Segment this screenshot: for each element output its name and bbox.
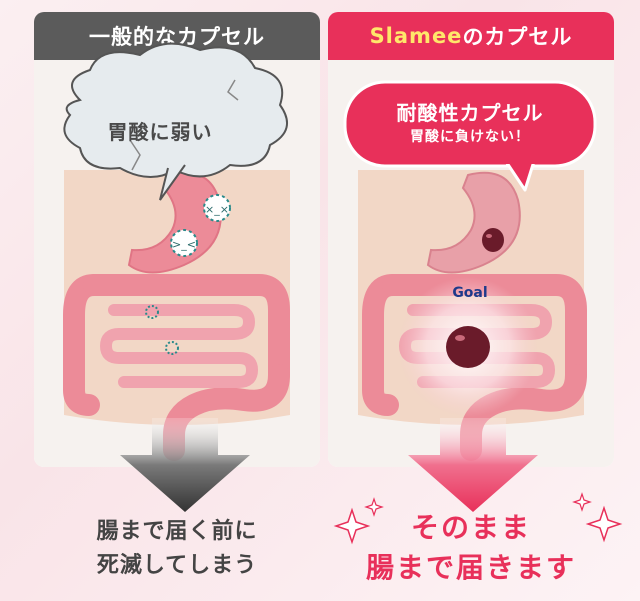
- capsule-highlight: [455, 335, 465, 341]
- bubble-acid-resistant-subtitle: 胃酸に負けない！: [410, 129, 530, 145]
- dying-capsule-icon: [203, 194, 231, 222]
- capsule-fragment-icon: [145, 305, 159, 319]
- capsule-icon: [482, 228, 504, 252]
- panel-header-general: 一般的なカプセル: [34, 12, 320, 60]
- caption-general: 腸まで届く前に 死滅してしまう: [34, 515, 320, 583]
- header-general-text: 一般的なカプセル: [89, 25, 265, 49]
- body-illustration-slamee: [358, 170, 587, 461]
- caption-slamee-line1: そのまま: [410, 511, 531, 544]
- capsule-fragment-icon: [165, 341, 179, 355]
- dying-capsule-icon: [170, 229, 198, 257]
- svg-text:×_×: ×_×: [205, 203, 229, 216]
- caption-slamee: そのまま 腸まで届きます: [328, 508, 614, 588]
- caption-general-line1: 腸まで届く前に: [96, 519, 258, 544]
- small-intestine: [99, 304, 259, 388]
- caption-slamee-line2: 腸まで届きます: [365, 551, 576, 584]
- bubble-weak-acid-text: 胃酸に弱い: [107, 120, 213, 144]
- caption-general-line2: 死滅してしまう: [96, 553, 258, 578]
- capsule-highlight: [486, 234, 492, 238]
- goal-label: Goal: [452, 285, 488, 301]
- header-suffix-text: のカプセル: [462, 25, 573, 49]
- large-intestine-top: [382, 274, 587, 386]
- large-intestine-top: [83, 274, 290, 386]
- panel-general-capsule: 一般的なカプセル ×_× >_<: [34, 12, 320, 467]
- body-illustration-general: ×_× >_<: [63, 170, 290, 461]
- stomach-shape: [127, 171, 222, 274]
- svg-text:>_<: >_<: [172, 238, 196, 251]
- header-brand-text: Slamee: [369, 24, 463, 48]
- bubble-acid-resistant-title: 耐酸性カプセル: [396, 101, 544, 125]
- capsule-goal-icon: [446, 326, 490, 368]
